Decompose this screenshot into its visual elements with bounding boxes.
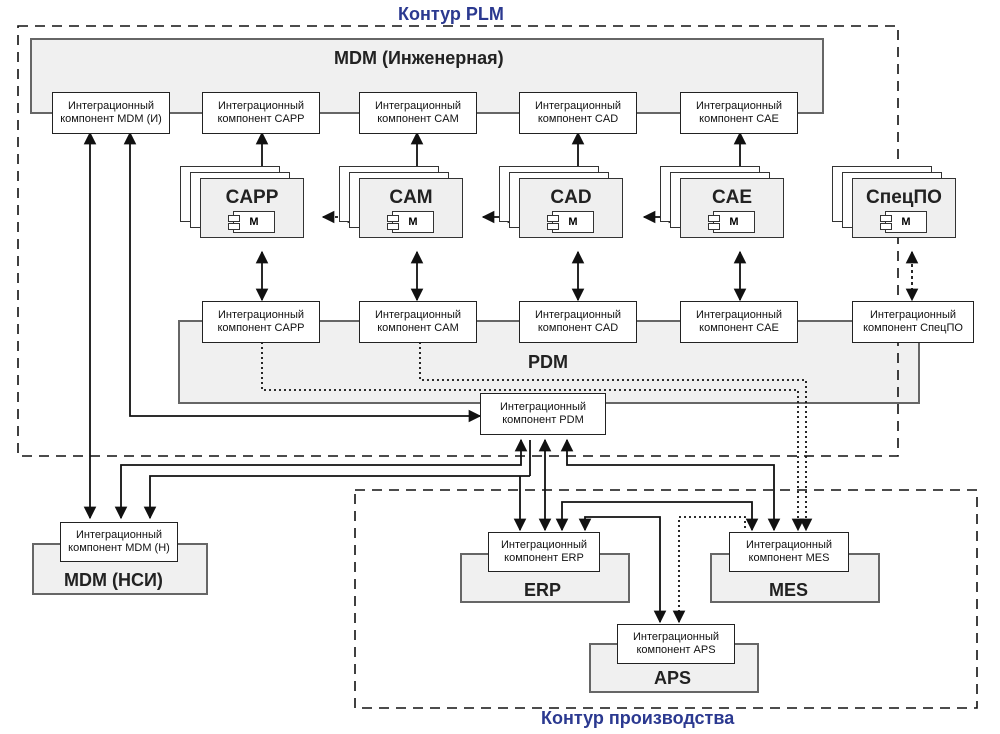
module-capp: CAPP M bbox=[180, 166, 304, 238]
ic-prefix: Интеграционный bbox=[374, 309, 462, 321]
ic-prefix: Интеграционный bbox=[745, 539, 833, 551]
ic-erp: Интеграционный компонент ERP bbox=[488, 532, 600, 572]
ic-mes: Интеграционный компонент MES bbox=[729, 532, 849, 572]
production-contour-title: Контур производства bbox=[541, 708, 735, 728]
erp-label: ERP bbox=[524, 580, 562, 600]
ic-cam-top: Интеграционный компонент CAM bbox=[359, 92, 477, 134]
ic-label: компонент CAM bbox=[377, 322, 459, 334]
ic-cae-bottom: Интеграционный компонент CAE bbox=[680, 301, 798, 343]
component-icon: M bbox=[708, 211, 755, 233]
ic-label: компонент APS bbox=[636, 644, 716, 656]
ic-prefix: Интеграционный bbox=[67, 100, 155, 112]
module-cam: CAM M bbox=[339, 166, 463, 238]
module-card: CAE M bbox=[680, 178, 784, 238]
ic-prefix: Интеграционный bbox=[499, 401, 587, 413]
ic-prefix: Интеграционный bbox=[75, 529, 163, 541]
ic-prefix: Интеграционный bbox=[500, 539, 588, 551]
ic-label: компонент CAE bbox=[699, 113, 779, 125]
component-letter: M bbox=[408, 216, 418, 228]
component-letter: M bbox=[901, 216, 911, 228]
ic-mdm-h: Интеграционный компонент MDM (Н) bbox=[60, 522, 178, 562]
ic-label: компонент CAD bbox=[537, 113, 619, 125]
ic-label: компонент ERP bbox=[504, 552, 584, 564]
ic-label: компонент PDM bbox=[502, 414, 584, 426]
ic-label: компонент CAPP bbox=[217, 113, 305, 125]
component-icon: M bbox=[880, 211, 927, 233]
module-cae: CAE M bbox=[660, 166, 784, 238]
module-card: CAPP M bbox=[200, 178, 304, 238]
ic-label: компонент CAPP bbox=[217, 322, 305, 334]
ic-label: компонент CAM bbox=[377, 113, 459, 125]
module-name: СпецПО bbox=[866, 187, 942, 208]
ic-capp-bottom: Интеграционный компонент CAPP bbox=[202, 301, 320, 343]
component-icon: M bbox=[547, 211, 594, 233]
ic-pdm: Интеграционный компонент PDM bbox=[480, 393, 606, 435]
mes-label: MES bbox=[769, 580, 809, 600]
pdm-label: PDM bbox=[528, 352, 568, 372]
component-letter: M bbox=[568, 216, 578, 228]
ic-cam-bottom: Интеграционный компонент CAM bbox=[359, 301, 477, 343]
ic-prefix: Интеграционный bbox=[534, 100, 622, 112]
ic-label: компонент MDM (И) bbox=[60, 113, 162, 125]
ic-label: компонент MES bbox=[748, 552, 830, 564]
module-name: CAE bbox=[711, 187, 753, 208]
ic-prefix: Интеграционный bbox=[217, 309, 305, 321]
module-card: СпецПО M bbox=[852, 178, 956, 238]
module-name: CAD bbox=[550, 187, 592, 208]
module-name: CAPP bbox=[225, 187, 279, 208]
ic-mdm-i: Интеграционный компонент MDM (И) bbox=[52, 92, 170, 134]
ic-prefix: Интеграционный bbox=[695, 309, 783, 321]
ic-prefix: Интеграционный bbox=[534, 309, 622, 321]
ic-aps: Интеграционный компонент APS bbox=[617, 624, 735, 664]
ic-prefix: Интеграционный bbox=[374, 100, 462, 112]
module-card: CAD M bbox=[519, 178, 623, 238]
ic-prefix: Интеграционный bbox=[632, 631, 720, 643]
component-letter: M bbox=[729, 216, 739, 228]
module-specpo: СпецПО M bbox=[832, 166, 956, 238]
component-icon: M bbox=[228, 211, 275, 233]
mdm-engineering-label: MDM (Инженерная) bbox=[334, 48, 504, 68]
ic-prefix: Интеграционный bbox=[695, 100, 783, 112]
ic-label: компонент CAD bbox=[537, 322, 619, 334]
ic-capp-top: Интеграционный компонент CAPP bbox=[202, 92, 320, 134]
ic-cad-bottom: Интеграционный компонент CAD bbox=[519, 301, 637, 343]
ic-label: компонент CAE bbox=[699, 322, 779, 334]
component-icon: M bbox=[387, 211, 434, 233]
ic-cae-top: Интеграционный компонент CAE bbox=[680, 92, 798, 134]
ic-label: компонент MDM (Н) bbox=[68, 542, 170, 554]
ic-specpo: Интеграционный компонент СпецПО bbox=[852, 301, 974, 343]
aps-label: APS bbox=[654, 668, 692, 688]
component-letter: M bbox=[249, 216, 259, 228]
module-name: CAM bbox=[389, 187, 433, 208]
ic-prefix: Интеграционный bbox=[869, 309, 957, 321]
ic-cad-top: Интеграционный компонент CAD bbox=[519, 92, 637, 134]
ic-label: компонент СпецПО bbox=[863, 322, 963, 334]
module-cad: CAD M bbox=[499, 166, 623, 238]
ic-prefix: Интеграционный bbox=[217, 100, 305, 112]
mdm-nsi-label: MDM (НСИ) bbox=[64, 570, 163, 590]
module-card: CAM M bbox=[359, 178, 463, 238]
plm-contour-title: Контур PLM bbox=[398, 4, 504, 24]
